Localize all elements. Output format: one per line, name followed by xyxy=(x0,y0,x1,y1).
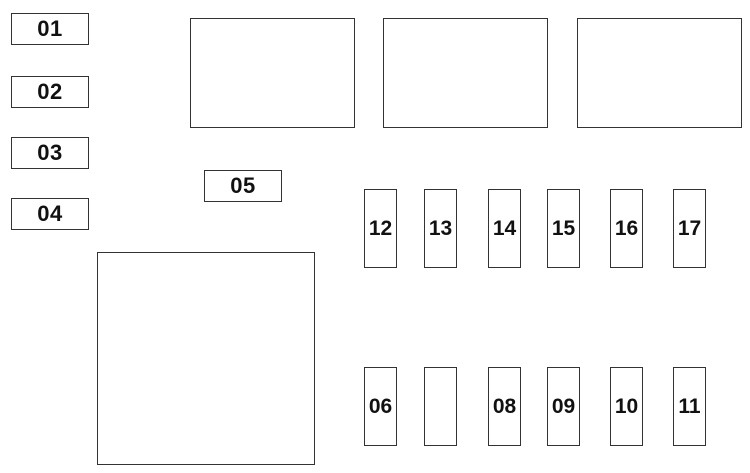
relay-large xyxy=(97,252,315,465)
fuse-06: 06 xyxy=(364,367,397,446)
fuse-16: 16 xyxy=(610,189,643,268)
relay-top-left xyxy=(190,18,355,128)
relay-top-middle xyxy=(383,18,548,128)
fuse-03: 03 xyxy=(11,137,89,169)
fuse-11: 11 xyxy=(673,367,706,446)
fuse-14: 14 xyxy=(488,189,521,268)
fuse-04: 04 xyxy=(11,198,89,230)
fuse-08: 08 xyxy=(488,367,521,446)
relay-top-right xyxy=(577,18,742,128)
fuse-slot-unlabeled xyxy=(424,367,457,446)
fuse-01: 01 xyxy=(11,13,89,45)
fuse-12: 12 xyxy=(364,189,397,268)
fuse-13: 13 xyxy=(424,189,457,268)
fuse-10: 10 xyxy=(610,367,643,446)
fuse-02: 02 xyxy=(11,76,89,108)
fuse-17: 17 xyxy=(673,189,706,268)
fuse-09: 09 xyxy=(547,367,580,446)
fuse-15: 15 xyxy=(547,189,580,268)
fuse-05: 05 xyxy=(204,170,282,202)
